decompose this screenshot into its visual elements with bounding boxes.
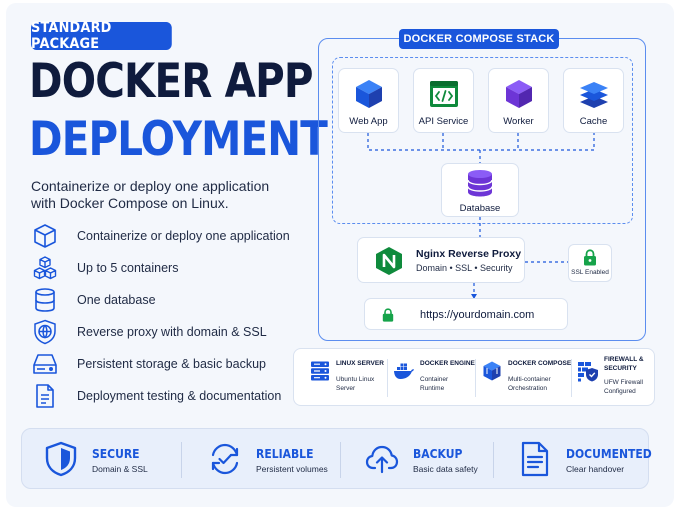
feature-label: Reverse proxy with domain & SSL	[77, 325, 267, 339]
domain-url-bar: https://yourdomain.com	[364, 298, 568, 330]
lock-icon	[382, 308, 394, 322]
benefit-title: RELIABLE	[256, 447, 314, 461]
lock-icon	[584, 249, 596, 266]
page-subtitle: Containerize or deploy one application w…	[31, 178, 270, 211]
code-icon	[429, 81, 458, 107]
divider	[475, 359, 476, 397]
firewall-icon	[578, 362, 598, 382]
service-api: API Service	[413, 68, 474, 133]
feature-label: Persistent storage & basic backup	[77, 357, 266, 371]
nginx-proxy-node: Nginx Reverse Proxy Domain • SSL • Secur…	[357, 237, 525, 283]
feature-item: One database	[31, 286, 156, 314]
feature-label: One database	[77, 293, 156, 307]
tech-title: FIREWALL &SECURITY	[604, 356, 644, 372]
compose-stack-label: DOCKER COMPOSE STACK	[399, 29, 559, 49]
service-cache: Cache	[563, 68, 624, 133]
service-label: API Service	[418, 116, 469, 127]
page-title-line1: DOCKER APP	[29, 54, 313, 109]
compose-network-boundary	[332, 57, 633, 224]
benefit-desc: Basic data safety	[413, 464, 478, 474]
benefit-title: SECURE	[92, 447, 140, 461]
cube-icon	[31, 222, 59, 250]
proxy-subtitle: Domain • SSL • Security	[416, 263, 513, 273]
service-web-app: Web App	[338, 68, 399, 133]
benefits-bar: SECURE Domain & SSL RELIABLE Persistent …	[21, 428, 652, 489]
page-title-line2: DEPLOYMENT	[29, 112, 328, 167]
cloud-upload-icon	[365, 445, 399, 474]
database-icon	[467, 170, 493, 197]
benefit-desc: Persistent volumes	[256, 464, 328, 474]
divider	[493, 442, 494, 478]
docker-whale-icon	[394, 363, 414, 379]
service-label: Worker	[503, 116, 534, 127]
tech-title: DOCKER COMPOSE	[508, 360, 572, 367]
compose-icon	[483, 361, 501, 381]
feature-item: Up to 5 containers	[31, 254, 178, 282]
shield-icon	[45, 441, 77, 477]
cubes-icon	[31, 254, 59, 282]
feature-label: Containerize or deploy one application	[77, 229, 290, 243]
ssl-badge: SSL Enabled	[568, 244, 612, 282]
hard-drive-icon	[31, 350, 59, 378]
package-badge: STANDARD PACKAGE	[31, 20, 172, 52]
divider	[181, 442, 182, 478]
globe-shield-icon	[31, 318, 59, 346]
benefit-desc: Clear handover	[566, 464, 625, 474]
nginx-icon	[376, 247, 402, 275]
database-icon	[31, 286, 59, 314]
feature-item: Reverse proxy with domain & SSL	[31, 318, 267, 346]
service-label: Cache	[579, 116, 608, 127]
divider	[571, 359, 572, 397]
server-icon	[311, 361, 329, 381]
divider	[340, 442, 341, 478]
cube-purple-icon	[505, 80, 532, 108]
document-icon	[521, 441, 549, 477]
tech-title: LINUX SERVER	[336, 360, 384, 367]
feature-item: Persistent storage & basic backup	[31, 350, 266, 378]
database-label: Database	[459, 203, 501, 214]
feature-item: Deployment testing & documentation	[31, 382, 281, 410]
benefit-title: BACKUP	[413, 447, 463, 461]
database-node: Database	[441, 163, 519, 217]
cube-icon	[355, 80, 382, 108]
document-icon	[31, 382, 59, 410]
tech-title: DOCKER ENGINE	[420, 360, 475, 367]
proxy-title: Nginx Reverse Proxy	[416, 248, 522, 260]
divider	[387, 359, 388, 397]
service-label: Web App	[349, 116, 388, 127]
feature-label: Up to 5 containers	[77, 261, 179, 275]
refresh-check-icon	[211, 443, 239, 475]
benefit-title: DOCUMENTED	[566, 447, 652, 461]
service-worker: Worker	[488, 68, 549, 133]
layers-icon	[579, 82, 608, 108]
ssl-label: SSL Enabled	[571, 269, 609, 276]
domain-url: https://yourdomain.com	[420, 309, 535, 321]
feature-label: Deployment testing & documentation	[77, 389, 282, 403]
feature-item: Containerize or deploy one application	[31, 222, 290, 250]
benefit-desc: Domain & SSL	[92, 464, 148, 474]
